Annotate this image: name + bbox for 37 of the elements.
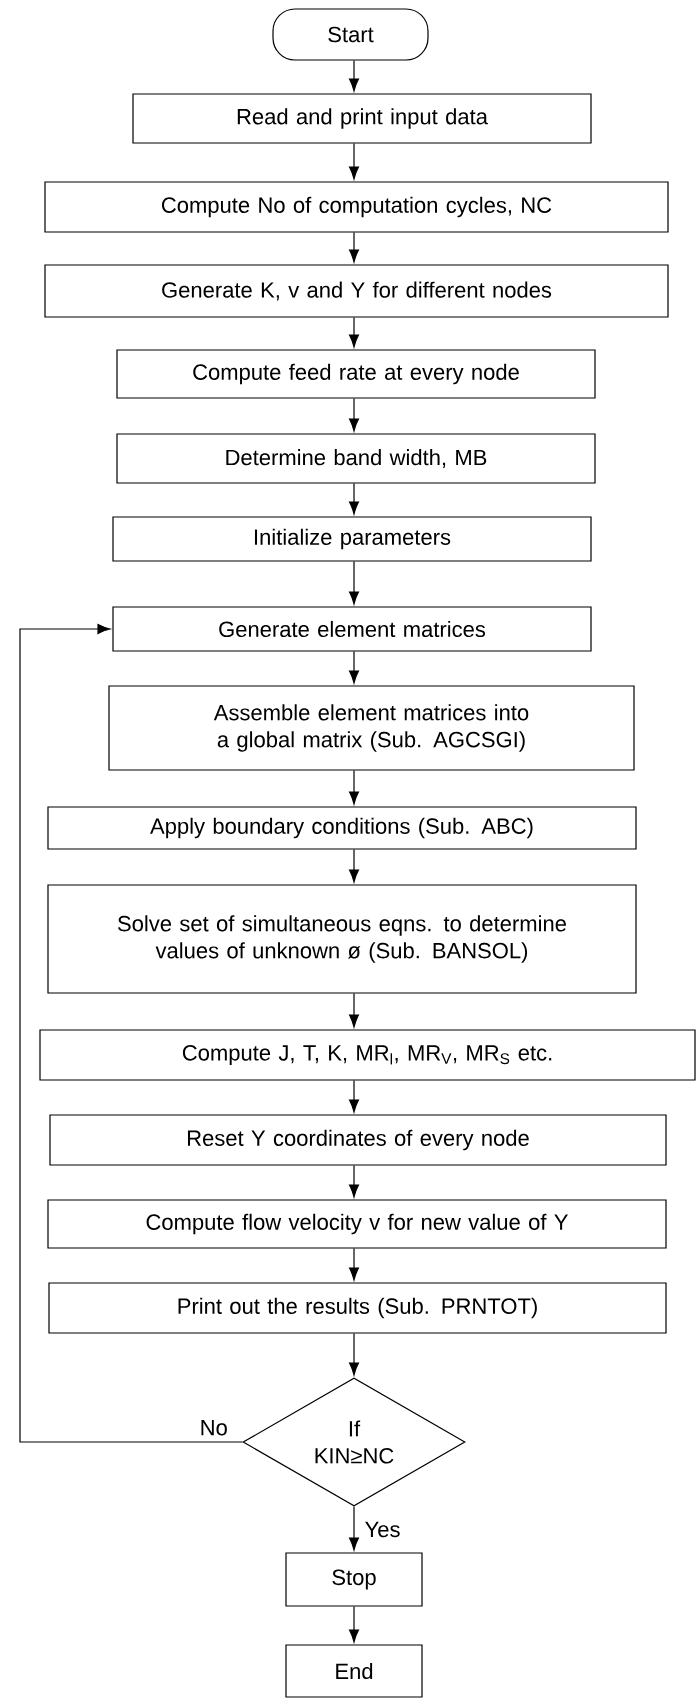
process-box: Generate element matrices (112, 606, 592, 652)
arrow (348, 849, 360, 883)
process-box: Apply boundary conditions (Sub. ABC) (47, 806, 637, 850)
process-box: Read and print input data (132, 93, 592, 144)
terminal-box: Start (272, 8, 429, 61)
arrow (348, 232, 360, 263)
arrow (348, 1333, 360, 1376)
arrow (348, 1165, 360, 1198)
arrow (348, 1506, 360, 1551)
process-box: Compute flow velocity v for new value of Y (47, 1199, 667, 1249)
arrow (348, 1080, 360, 1113)
arrow (348, 483, 360, 515)
process-box: Print out the results (Sub. PRNTOT) (48, 1282, 667, 1334)
arrow (348, 993, 360, 1028)
process-box: Stop (285, 1552, 423, 1607)
edge-label: No (197, 1418, 230, 1438)
arrow (348, 1248, 360, 1281)
arrow (348, 770, 360, 805)
arrow (348, 317, 360, 348)
process-box: Determine band width, MB (116, 433, 596, 484)
edge-label: Yes (362, 1519, 403, 1540)
process-box: Compute feed rate at every node (116, 349, 596, 399)
process-box: Initialize parameters (112, 516, 592, 562)
process-box: End (285, 1644, 423, 1698)
arrow (19, 623, 243, 1443)
process-box: Generate K, v and Y for different nodes (44, 264, 669, 318)
process-box: Compute J, T, K, MR$_{l}$, MR$_{V}$, MR$_{S}$ etc. (39, 1029, 696, 1081)
process-box: Compute No of computation cycles, NC (44, 181, 669, 233)
arrow (348, 143, 360, 180)
process-box: Assemble element matrices into a global matrix (Sub. AGCSGI) (108, 685, 635, 771)
arrow (348, 651, 360, 684)
arrow (348, 398, 360, 432)
process-box: Reset Y coordinates of every node (49, 1114, 667, 1166)
arrow (348, 561, 360, 605)
process-box: Solve set of simultaneous eqns. to determine values of unknown ø (Sub. BANSOL) (47, 884, 637, 994)
arrow (348, 1606, 360, 1643)
arrow (348, 60, 360, 92)
